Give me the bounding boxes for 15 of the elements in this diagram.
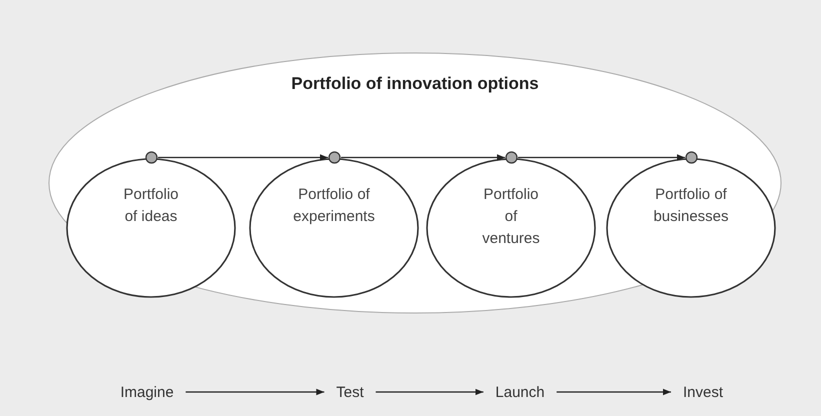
- stage-label: Imagine: [112, 380, 182, 404]
- stage-label: Portfolio of businesses: [653, 185, 729, 227]
- stage-label: Test: [325, 380, 375, 404]
- stage-label: Invest: [673, 380, 733, 404]
- stage-label: Launch: [490, 380, 550, 404]
- arrow: [556, 388, 671, 396]
- arrow: [186, 388, 324, 396]
- arrow: [376, 388, 484, 396]
- stage-label: Portfolio of ventures: [482, 185, 540, 248]
- arrow: [158, 154, 328, 161]
- group-title: Portfolio of innovation options: [291, 74, 539, 94]
- arrow: [518, 154, 685, 161]
- arrow: [341, 154, 505, 161]
- stage-label: Portfolio of experiments: [293, 185, 375, 227]
- stage-label: Portfolio of ideas: [123, 185, 179, 227]
